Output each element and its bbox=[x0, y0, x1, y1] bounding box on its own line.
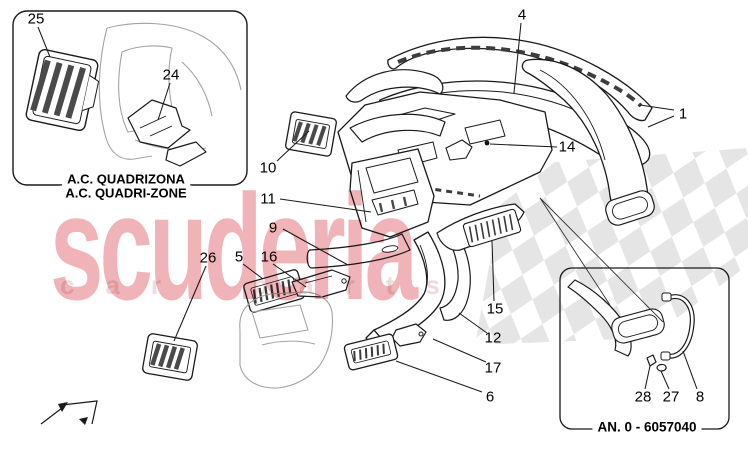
callout-28: 28 bbox=[634, 388, 652, 406]
leader-lines bbox=[37, 22, 698, 393]
callout-26: 26 bbox=[199, 249, 217, 267]
part-27-clip bbox=[656, 363, 667, 372]
part-28-clip bbox=[646, 354, 657, 367]
part-25-front-vent bbox=[25, 48, 100, 132]
part-drain-duct-detail bbox=[567, 279, 695, 372]
ghost-dashboard-sketch bbox=[98, 22, 242, 160]
part-14-screw bbox=[484, 140, 490, 146]
part-6-vent-grille bbox=[343, 333, 399, 371]
part-5-vent-grille bbox=[243, 269, 305, 313]
part-10-side-vent bbox=[285, 111, 337, 157]
callout-24: 24 bbox=[162, 66, 180, 84]
callout-17: 17 bbox=[484, 359, 502, 377]
callout-27: 27 bbox=[662, 388, 680, 406]
callout-15: 15 bbox=[486, 300, 504, 318]
callout-10: 10 bbox=[259, 159, 277, 177]
part-9-flat-duct bbox=[306, 233, 411, 269]
part-small-clip bbox=[445, 139, 473, 161]
callout-9: 9 bbox=[268, 219, 278, 237]
ghost-rear-console-sketch bbox=[239, 291, 334, 389]
part-17-duct-bracket bbox=[391, 323, 427, 347]
callout-16: 16 bbox=[260, 248, 278, 266]
callout-6: 6 bbox=[485, 388, 495, 406]
part-upper-left-ducts bbox=[345, 69, 446, 143]
part-26-rear-vent bbox=[142, 333, 198, 381]
part-15-vent-strip bbox=[436, 203, 525, 251]
callout-12: 12 bbox=[484, 329, 502, 347]
ac-zone-note-line2: A.C. QUADRI-ZONE bbox=[60, 185, 192, 201]
direction-arrow-icon bbox=[40, 400, 98, 425]
callout-25: 25 bbox=[27, 10, 45, 28]
part-16-duct-bracket bbox=[291, 269, 351, 298]
callout-8: 8 bbox=[695, 388, 705, 406]
part-11-center-console-bezel bbox=[349, 148, 435, 238]
detail-reference-lines bbox=[539, 197, 664, 323]
part-24-vent-bracket bbox=[127, 99, 207, 167]
callout-5: 5 bbox=[234, 248, 244, 266]
assembly-number-note: AN. 0 - 6057040 bbox=[592, 419, 702, 435]
callout-4: 4 bbox=[517, 6, 527, 24]
part-14-right-duct bbox=[521, 58, 655, 226]
ac-zone-note-line1: A.C. QUADRIZONA bbox=[62, 171, 190, 187]
callout-11: 11 bbox=[260, 190, 276, 208]
callout-14: 14 bbox=[558, 138, 576, 156]
callout-1: 1 bbox=[678, 105, 688, 123]
